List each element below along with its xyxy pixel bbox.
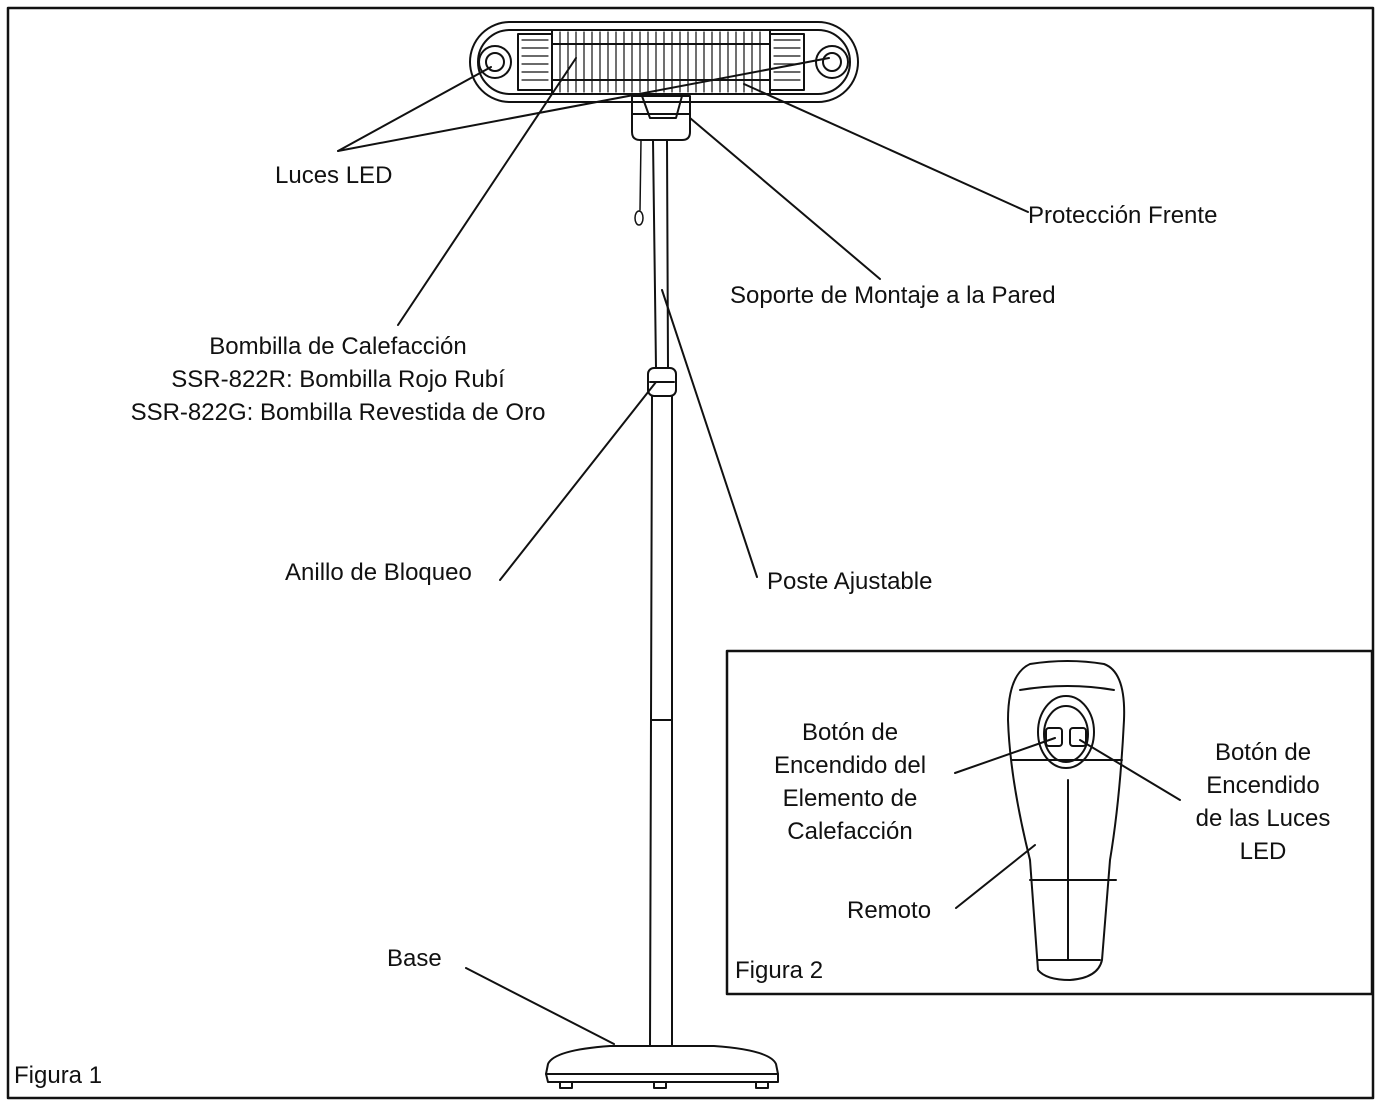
stand-base: [545, 1045, 779, 1089]
label-base: Base: [387, 945, 442, 972]
pull-chain: [634, 139, 644, 226]
label-luces-led: Luces LED: [275, 162, 393, 189]
heater-head: [469, 21, 859, 103]
front-grille: [521, 31, 801, 93]
mount-bracket: [631, 95, 691, 141]
label-remoto: Remoto: [847, 897, 932, 924]
label-bombilla-gold: SSR-822G: Bombilla Revestida de Oro: [130, 399, 546, 426]
label-figura-2: Figura 2: [735, 957, 824, 984]
label-figura-1: Figura 1: [14, 1062, 103, 1089]
label-soporte-montaje: Soporte de Montaje a la Pared: [730, 282, 1056, 309]
label-boton-calefaccion: Botón de Encendido del Elemento de Calef…: [773, 719, 927, 845]
leader-lines: [337, 57, 1181, 1045]
figure-1-frame: [6, 6, 1375, 1100]
label-anillo-bloqueo: Anillo de Bloqueo: [285, 559, 472, 586]
label-boton-luces: Botón de Encendido de las Luces LED: [1195, 739, 1331, 865]
figure-2-frame: [725, 649, 1374, 996]
adjustable-pole: [647, 139, 677, 1047]
label-bombilla-title: Bombilla de Calefacción: [209, 333, 467, 360]
label-poste-ajustable: Poste Ajustable: [767, 568, 933, 595]
label-proteccion-frente: Protección Frente: [1028, 202, 1218, 229]
remote-control: [1007, 660, 1126, 981]
label-bombilla-red: SSR-822R: Bombilla Rojo Rubí: [171, 366, 505, 393]
